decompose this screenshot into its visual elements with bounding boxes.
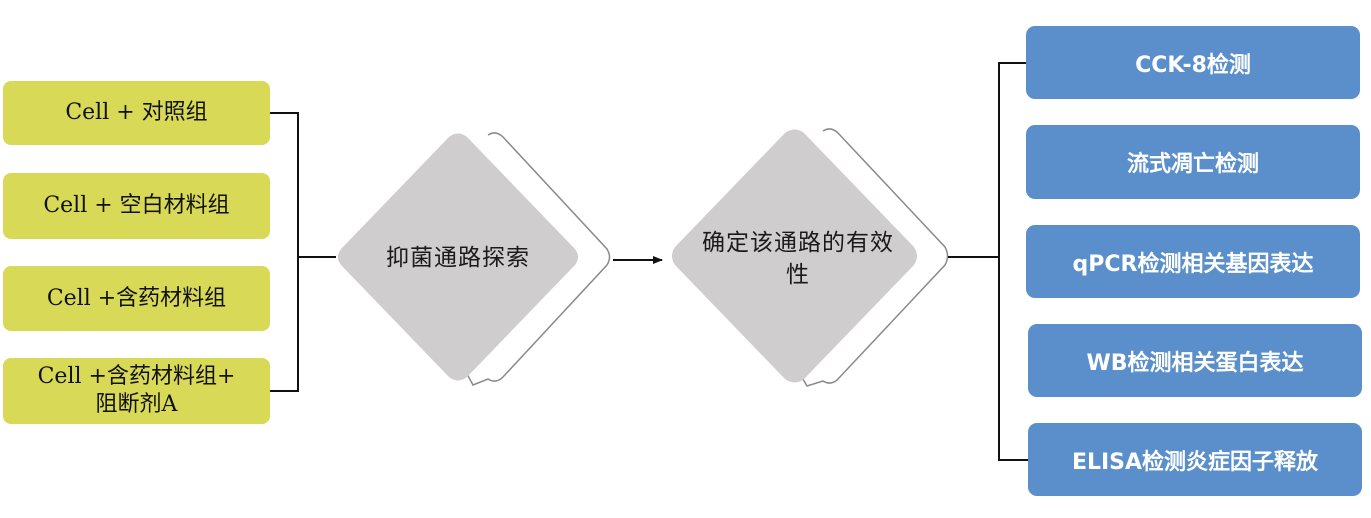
- assay-flow-apoptosis: 流式凋亡检测: [1026, 125, 1360, 199]
- assay-elisa: ELISA检测炎症因子释放: [1028, 423, 1362, 496]
- step2-diamond: [672, 129, 917, 383]
- assay-cck8-label: CCK-8检测: [1135, 52, 1251, 78]
- group-drug-material-inhibitor: Cell +含药材料组+ 阻断剂A: [3, 358, 270, 424]
- step1-diamond: [338, 133, 578, 381]
- assay-qpcr: qPCR检测相关基因表达: [1026, 225, 1360, 298]
- step2-label: 确定该通路的有效性: [702, 230, 894, 288]
- group-control: Cell + 对照组: [3, 81, 270, 145]
- assay-western-blot: WB检测相关蛋白表达: [1028, 324, 1362, 397]
- assay-flow-apoptosis-label: 流式凋亡检测: [1126, 152, 1259, 177]
- group-bracket-line: [270, 112, 299, 392]
- group-drug-material: Cell +含药材料组: [3, 266, 270, 331]
- assay-qpcr-label: qPCR检测相关基因表达: [1072, 251, 1314, 277]
- assay-cck8: CCK-8检测: [1026, 26, 1360, 99]
- group-blank-material: Cell + 空白材料组: [3, 173, 270, 239]
- step1-label: 抑菌通路探索: [386, 245, 530, 271]
- group-drug-material-label: Cell +含药材料组: [46, 285, 227, 311]
- group-blank-material-label: Cell + 空白材料组: [43, 193, 230, 218]
- group-control-label: Cell + 对照组: [65, 100, 208, 125]
- assay-western-blot-label: WB检测相关蛋白表达: [1086, 350, 1304, 376]
- assay-elisa-label: ELISA检测炎症因子释放: [1071, 449, 1319, 475]
- assay-bracket-line: [998, 62, 1028, 461]
- group-drug-material-inhibitor-label: Cell +含药材料组+ 阻断剂A: [37, 364, 236, 417]
